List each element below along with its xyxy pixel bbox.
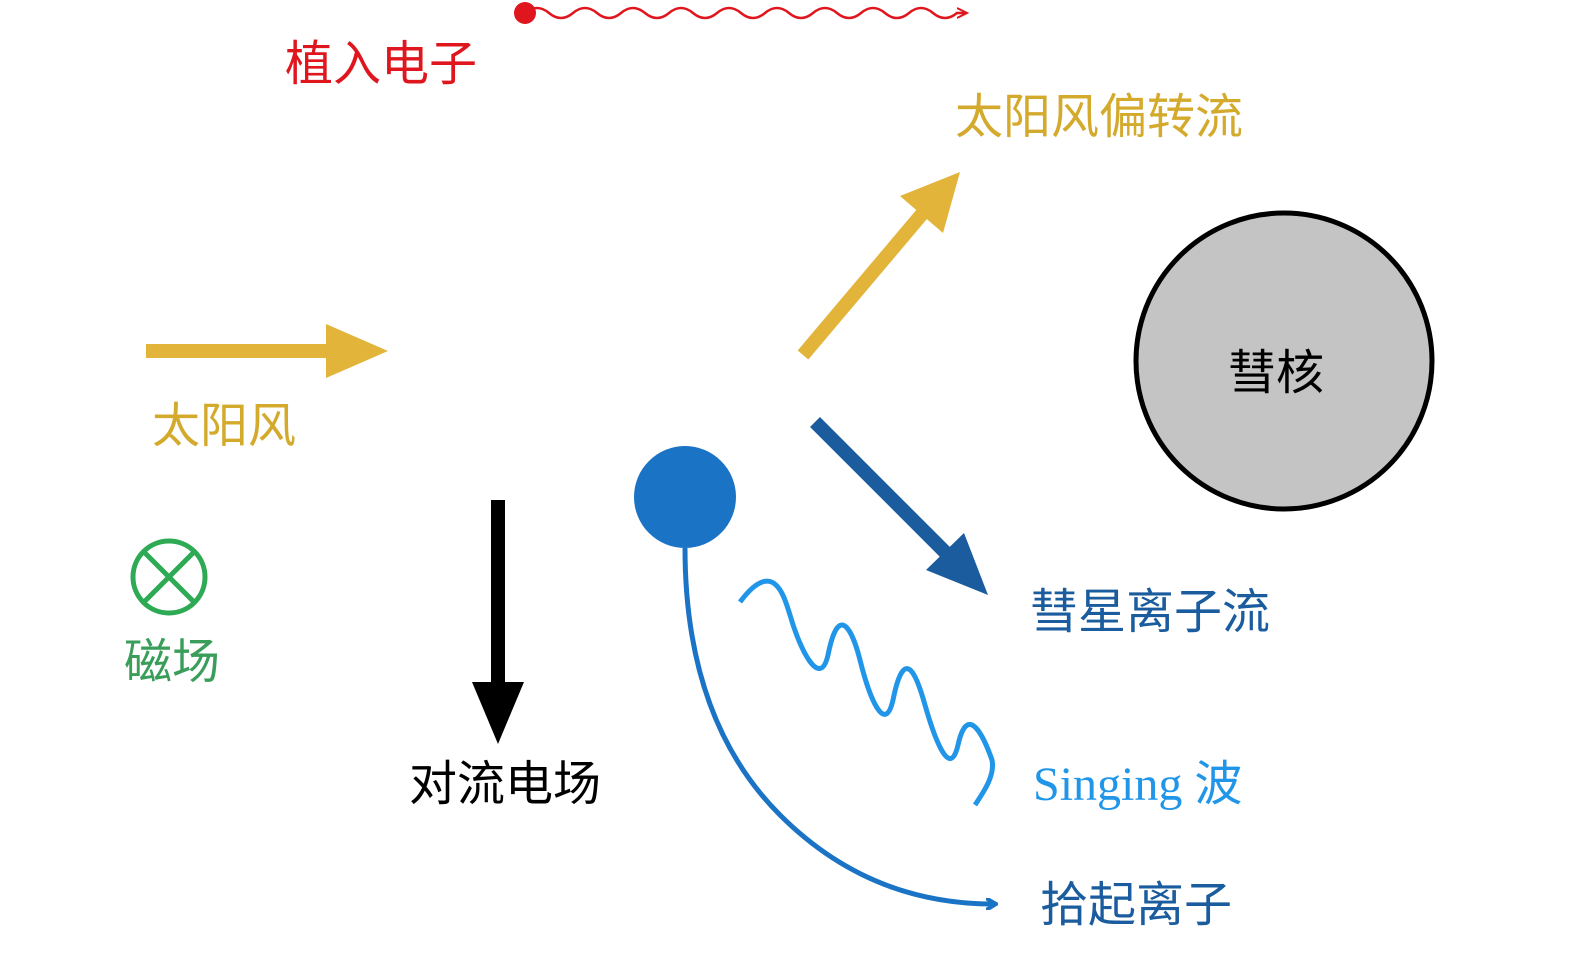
implanted-electron-label: 植入电子: [285, 36, 477, 92]
comet-nucleus-group: 彗核: [1133, 210, 1435, 512]
deflected-solar-wind-arrow-shaft: [797, 209, 928, 360]
deflected-solar-wind-label: 太阳风偏转流: [955, 89, 1243, 145]
comet-ion-flow-arrow-shaft: [810, 417, 950, 557]
pickup-ion-label: 拾起离子: [1040, 877, 1232, 933]
singing-wave-group: Singing 波: [737, 578, 1242, 811]
solar-wind-arrow-head: [326, 324, 388, 378]
ion-dot-icon: [634, 446, 736, 548]
singing-wave-label: Singing 波: [1033, 758, 1242, 811]
magnetic-field-label: 磁场: [124, 634, 220, 690]
convective-electric-field-group: 对流电场: [409, 500, 601, 812]
comet-ion-flow-label: 彗星离子流: [1030, 584, 1270, 640]
electron-wavy-trajectory: [524, 6, 967, 20]
comet-ion-flow-arrow-head: [926, 533, 988, 595]
singing-wave-zigzag: [737, 578, 996, 807]
solar-wind-group: 太阳风: [146, 324, 388, 454]
circle-cross-icon: [130, 538, 208, 616]
pickup-ion-group: 拾起离子: [634, 446, 1232, 933]
magnetic-field-group: 磁场: [124, 538, 220, 690]
comet-nucleus-circle: [1133, 210, 1435, 512]
implanted-electron-group: 植入电子: [285, 2, 967, 92]
electric-field-label: 对流电场: [409, 756, 601, 812]
comet-nucleus-label: 彗核: [1228, 345, 1324, 401]
solar-wind-label: 太阳风: [152, 398, 296, 454]
deflected-solar-wind-arrow-head: [900, 172, 960, 233]
deflected-solar-wind-group: 太阳风偏转流: [797, 89, 1243, 360]
pickup-ion-trajectory: [682, 547, 996, 904]
electric-field-arrow-head: [472, 682, 524, 744]
comet-ion-flow-group: 彗星离子流: [810, 417, 1270, 640]
